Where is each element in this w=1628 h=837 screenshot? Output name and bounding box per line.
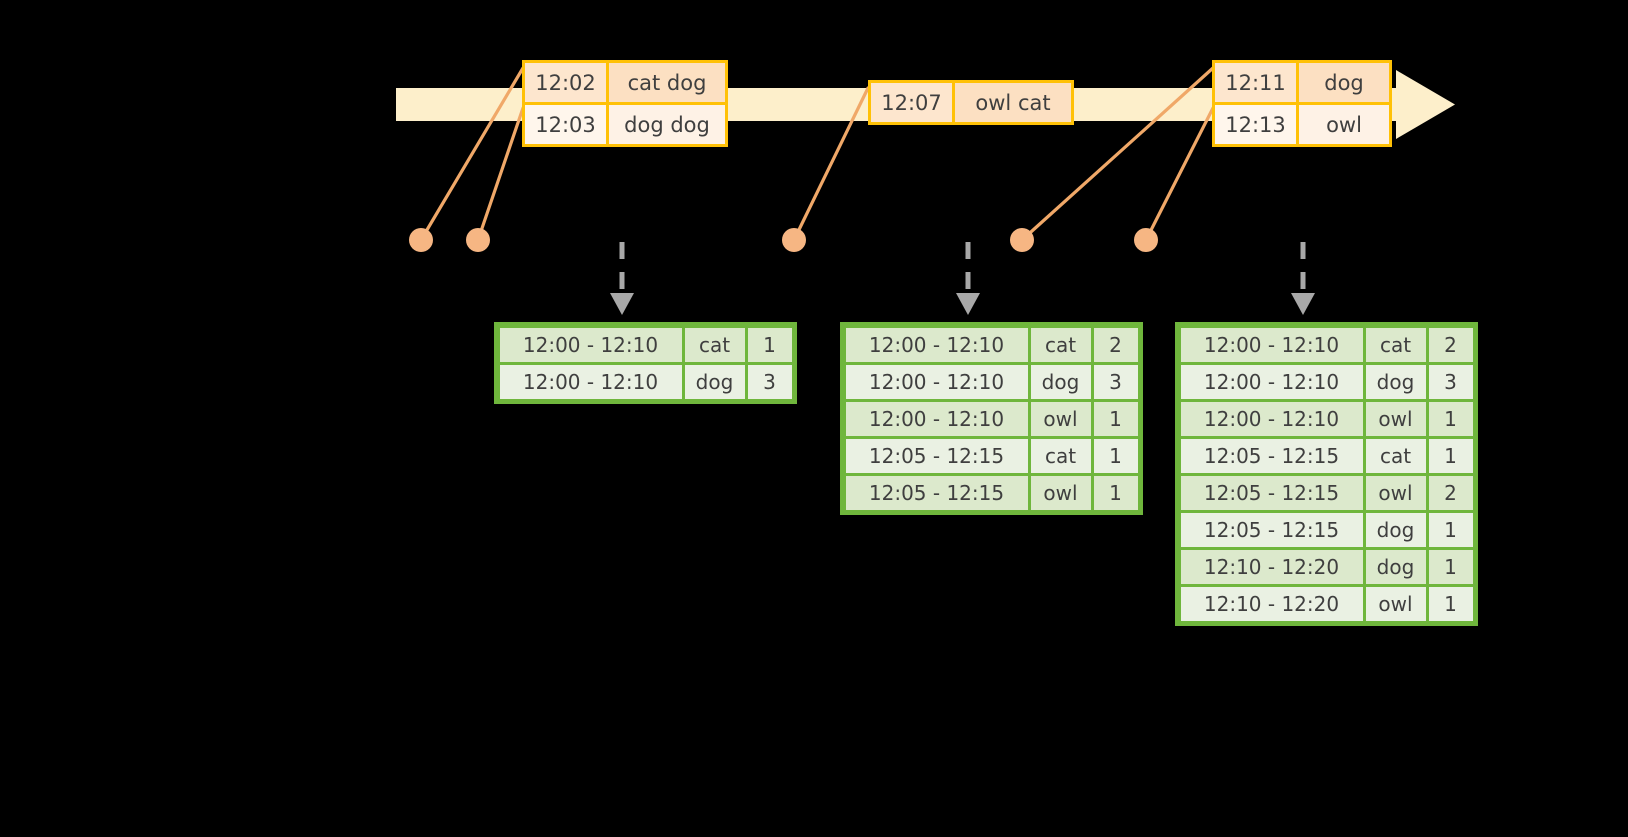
dashed-arrow-1 <box>610 242 634 315</box>
table-row[interactable]: 12:05 - 12:15 dog 1 <box>1179 511 1474 548</box>
dashed-arrows <box>610 242 1315 315</box>
cell-window: 12:00 - 12:10 <box>1180 364 1363 399</box>
event-words: dog <box>1299 63 1389 102</box>
cell-window: 12:10 - 12:20 <box>1180 586 1363 621</box>
event-dot-2 <box>466 228 490 252</box>
cell-count: 3 <box>1093 364 1138 399</box>
connector-line-1 <box>419 66 525 242</box>
cell-word: owl <box>1365 401 1426 436</box>
table-row[interactable]: 12:05 - 12:15 owl 1 <box>844 474 1139 511</box>
cell-count: 1 <box>1428 512 1473 547</box>
table-row[interactable]: 12:10 - 12:20 owl 1 <box>1179 585 1474 622</box>
result-table-1[interactable]: 12:00 - 12:10 cat 1 12:00 - 12:10 dog 3 <box>494 322 797 404</box>
table-row[interactable]: 12:00 - 12:10 owl 1 <box>1179 400 1474 437</box>
cell-word: cat <box>684 327 745 362</box>
cell-count: 1 <box>1093 475 1138 510</box>
dashed-arrow-3 <box>1291 242 1315 315</box>
cell-count: 2 <box>1093 327 1138 362</box>
cell-count: 1 <box>747 327 792 362</box>
cell-window: 12:05 - 12:15 <box>1180 512 1363 547</box>
table-row[interactable]: 12:00 - 12:10 dog 3 <box>1179 363 1474 400</box>
dashed-arrow-2 <box>956 242 980 315</box>
cell-window: 12:00 - 12:10 <box>845 364 1028 399</box>
event-time: 12:02 <box>525 63 609 102</box>
cell-count: 1 <box>1428 438 1473 473</box>
connector-line-5 <box>1144 106 1215 242</box>
cell-word: dog <box>684 364 745 399</box>
event-dot-1 <box>409 228 433 252</box>
table-row[interactable]: 12:05 - 12:15 cat 1 <box>1179 437 1474 474</box>
table-row[interactable]: 12:00 - 12:10 cat 2 <box>844 326 1139 363</box>
cell-word: cat <box>1030 438 1091 473</box>
cell-window: 12:00 - 12:10 <box>1180 327 1363 362</box>
event-row[interactable]: 12:03 dog dog <box>525 102 725 144</box>
event-dot-4 <box>1010 228 1034 252</box>
cell-word: dog <box>1030 364 1091 399</box>
cell-window: 12:00 - 12:10 <box>845 401 1028 436</box>
cell-count: 3 <box>1428 364 1473 399</box>
cell-word: cat <box>1365 438 1426 473</box>
cell-word: dog <box>1365 549 1426 584</box>
event-row[interactable]: 12:02 cat dog <box>525 63 725 102</box>
table-row[interactable]: 12:05 - 12:15 owl 2 <box>1179 474 1474 511</box>
event-row[interactable]: 12:11 dog <box>1215 63 1389 102</box>
connector-line-3 <box>792 86 870 242</box>
cell-count: 1 <box>1428 401 1473 436</box>
event-words: cat dog <box>609 63 725 102</box>
connector-line-2 <box>476 106 525 242</box>
table-row[interactable]: 12:00 - 12:10 owl 1 <box>844 400 1139 437</box>
cell-word: dog <box>1365 512 1426 547</box>
cell-window: 12:05 - 12:15 <box>845 475 1028 510</box>
cell-word: dog <box>1365 364 1426 399</box>
table-row[interactable]: 12:00 - 12:10 dog 3 <box>498 363 793 400</box>
event-words: dog dog <box>609 105 725 144</box>
cell-count: 2 <box>1428 475 1473 510</box>
event-box-group-3[interactable]: 12:11 dog 12:13 owl <box>1212 60 1392 147</box>
event-time: 12:13 <box>1215 105 1299 144</box>
cell-word: cat <box>1030 327 1091 362</box>
cell-count: 3 <box>747 364 792 399</box>
table-row[interactable]: 12:00 - 12:10 cat 1 <box>498 326 793 363</box>
cell-count: 1 <box>1093 401 1138 436</box>
cell-window: 12:05 - 12:15 <box>1180 438 1363 473</box>
cell-window: 12:00 - 12:10 <box>499 327 682 362</box>
cell-word: cat <box>1365 327 1426 362</box>
cell-count: 1 <box>1093 438 1138 473</box>
result-table-2[interactable]: 12:00 - 12:10 cat 2 12:00 - 12:10 dog 3 … <box>840 322 1143 515</box>
cell-count: 1 <box>1428 586 1473 621</box>
event-dot-3 <box>782 228 806 252</box>
table-row[interactable]: 12:00 - 12:10 dog 3 <box>844 363 1139 400</box>
cell-count: 1 <box>1428 549 1473 584</box>
cell-count: 2 <box>1428 327 1473 362</box>
cell-word: owl <box>1365 475 1426 510</box>
event-dot-5 <box>1134 228 1158 252</box>
cell-window: 12:05 - 12:15 <box>845 438 1028 473</box>
table-row[interactable]: 12:00 - 12:10 cat 2 <box>1179 326 1474 363</box>
cell-word: owl <box>1365 586 1426 621</box>
event-words: owl cat <box>955 83 1071 122</box>
event-box-group-2[interactable]: 12:07 owl cat <box>868 80 1074 125</box>
cell-word: owl <box>1030 401 1091 436</box>
event-row[interactable]: 12:13 owl <box>1215 102 1389 144</box>
event-row[interactable]: 12:07 owl cat <box>871 83 1071 122</box>
event-time: 12:03 <box>525 105 609 144</box>
event-box-group-1[interactable]: 12:02 cat dog 12:03 dog dog <box>522 60 728 147</box>
cell-word: owl <box>1030 475 1091 510</box>
event-words: owl <box>1299 105 1389 144</box>
cell-window: 12:00 - 12:10 <box>499 364 682 399</box>
table-row[interactable]: 12:05 - 12:15 cat 1 <box>844 437 1139 474</box>
result-table-3[interactable]: 12:00 - 12:10 cat 2 12:00 - 12:10 dog 3 … <box>1175 322 1478 626</box>
cell-window: 12:00 - 12:10 <box>1180 401 1363 436</box>
event-time: 12:11 <box>1215 63 1299 102</box>
cell-window: 12:00 - 12:10 <box>845 327 1028 362</box>
cell-window: 12:05 - 12:15 <box>1180 475 1363 510</box>
table-row[interactable]: 12:10 - 12:20 dog 1 <box>1179 548 1474 585</box>
cell-window: 12:10 - 12:20 <box>1180 549 1363 584</box>
event-time: 12:07 <box>871 83 955 122</box>
